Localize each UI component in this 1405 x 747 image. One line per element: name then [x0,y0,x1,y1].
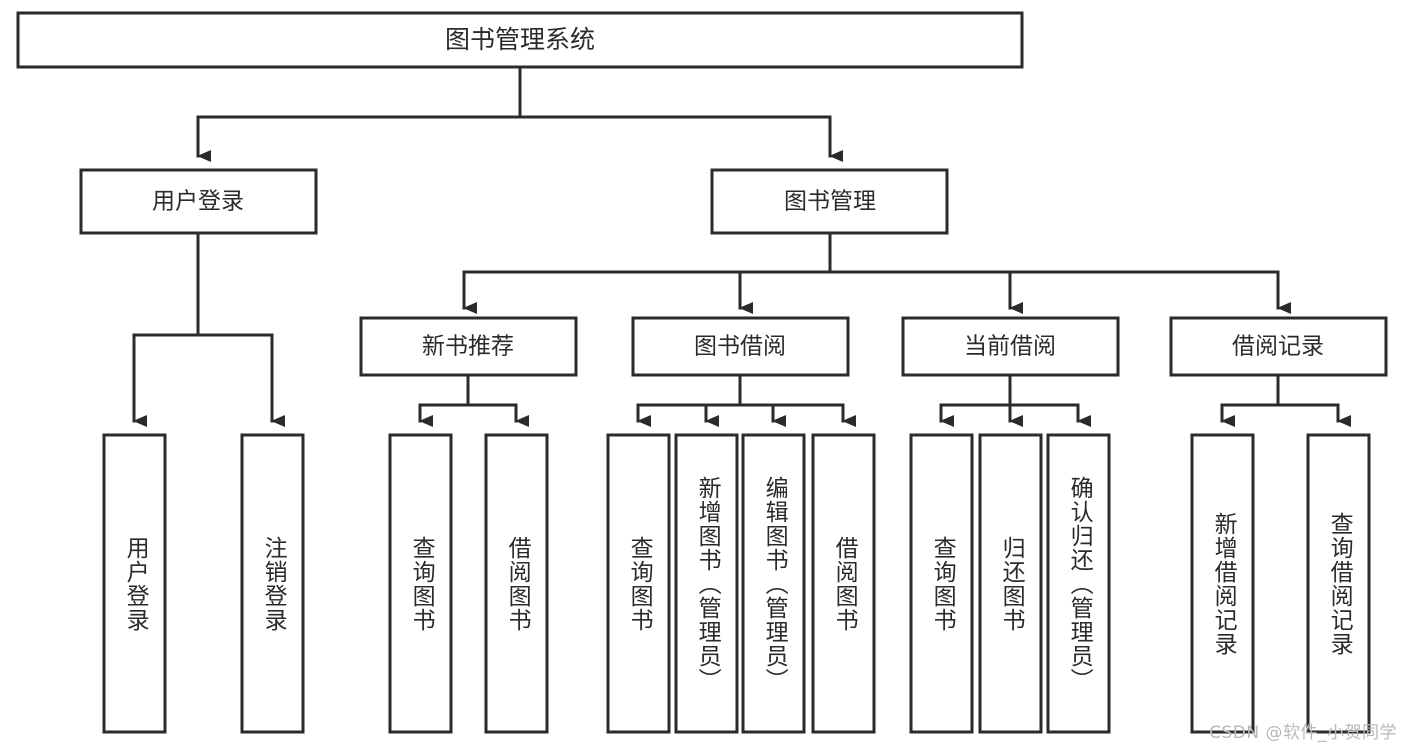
leaf-book-borrow-4[interactable]: 借阅图书 [811,433,876,734]
leaf-user-login-2-box[interactable] [240,433,305,734]
leaf-book-borrow-1[interactable]: 查询图书 [606,433,671,734]
node-book-borrow-box[interactable] [631,316,850,377]
node-book-manage-box[interactable] [710,168,949,235]
node-root[interactable]: 图书管理系统 [16,11,1024,69]
leaf-borrow-record-1[interactable]: 新增借阅记录 [1190,433,1255,734]
leaf-borrow-record-2-box[interactable] [1306,433,1371,734]
leaf-user-login-1[interactable]: 用户登录 [102,433,167,734]
node-borrow-record-label: 借阅记录 [1232,334,1324,360]
leaf-new-book-1-label: 查询图书 [408,535,435,632]
node-new-book-box[interactable] [359,316,578,377]
node-book-borrow-label: 图书借阅 [694,334,786,360]
leaf-user-login-2[interactable]: 注销登录 [240,433,305,734]
leaf-book-borrow-2-box[interactable] [674,433,739,734]
watermark-text: CSDN @软件_小贺同学 [1209,723,1397,743]
node-book-manage[interactable]: 图书管理 [710,168,949,235]
node-book-manage-label: 图书管理 [784,189,876,215]
node-new-book[interactable]: 新书推荐 [359,316,578,377]
node-current-borrow[interactable]: 当前借阅 [901,316,1120,377]
leaf-book-borrow-1-box[interactable] [606,433,671,734]
leaf-borrow-record-1-box[interactable] [1190,433,1255,734]
leaf-borrow-record-2[interactable]: 查询借阅记录 [1306,433,1371,734]
leaf-current-borrow-2-box[interactable] [978,433,1043,734]
leaf-book-borrow-1-label: 查询图书 [626,535,653,632]
leaf-book-borrow-3[interactable]: 编辑图书（管理员） [741,433,806,734]
node-current-borrow-box[interactable] [901,316,1120,377]
leaf-new-book-1[interactable]: 查询图书 [388,433,453,734]
node-user-login[interactable]: 用户登录 [79,168,318,235]
node-root-label: 图书管理系统 [445,25,595,54]
leaf-current-borrow-3[interactable]: 确认归还（管理员） [1046,433,1111,734]
leaf-current-borrow-3-label: 确认归还（管理员） [1066,475,1093,692]
leaf-borrow-record-1-label: 新增借阅记录 [1210,511,1237,656]
leaf-new-book-2-label: 借阅图书 [504,535,531,632]
leaf-new-book-2[interactable]: 借阅图书 [484,433,549,734]
node-borrow-record-box[interactable] [1169,316,1388,377]
connector-group [132,65,1351,427]
node-book-borrow[interactable]: 图书借阅 [631,316,850,377]
leaf-book-borrow-4-label: 借阅图书 [831,535,858,632]
leaf-current-borrow-2[interactable]: 归还图书 [978,433,1043,734]
leaf-book-borrow-2[interactable]: 新增图书（管理员） [674,433,739,734]
node-borrow-record[interactable]: 借阅记录 [1169,316,1388,377]
node-root-box[interactable] [16,11,1024,69]
leaf-current-borrow-1-box[interactable] [909,433,974,734]
leaf-current-borrow-2-label: 归还图书 [998,535,1025,632]
node-new-book-label: 新书推荐 [422,334,514,360]
leaf-book-borrow-4-box[interactable] [811,433,876,734]
leaf-user-login-1-box[interactable] [102,433,167,734]
node-user-login-box[interactable] [79,168,318,235]
leaf-user-login-2-label: 注销登录 [260,535,287,632]
node-user-login-label: 用户登录 [152,189,244,215]
leaf-borrow-record-2-label: 查询借阅记录 [1326,511,1353,656]
leaf-current-borrow-1[interactable]: 查询图书 [909,433,974,734]
leaf-book-borrow-3-box[interactable] [741,433,806,734]
leaf-new-book-1-box[interactable] [388,433,453,734]
leaf-user-login-1-label: 用户登录 [122,535,149,632]
leaf-book-borrow-2-label: 新增图书（管理员） [694,475,721,692]
leaf-current-borrow-1-label: 查询图书 [929,535,956,632]
leaf-current-borrow-3-box[interactable] [1046,433,1111,734]
node-current-borrow-label: 当前借阅 [964,334,1056,360]
leaf-book-borrow-3-label: 编辑图书（管理员） [761,475,788,692]
leaf-new-book-2-box[interactable] [484,433,549,734]
